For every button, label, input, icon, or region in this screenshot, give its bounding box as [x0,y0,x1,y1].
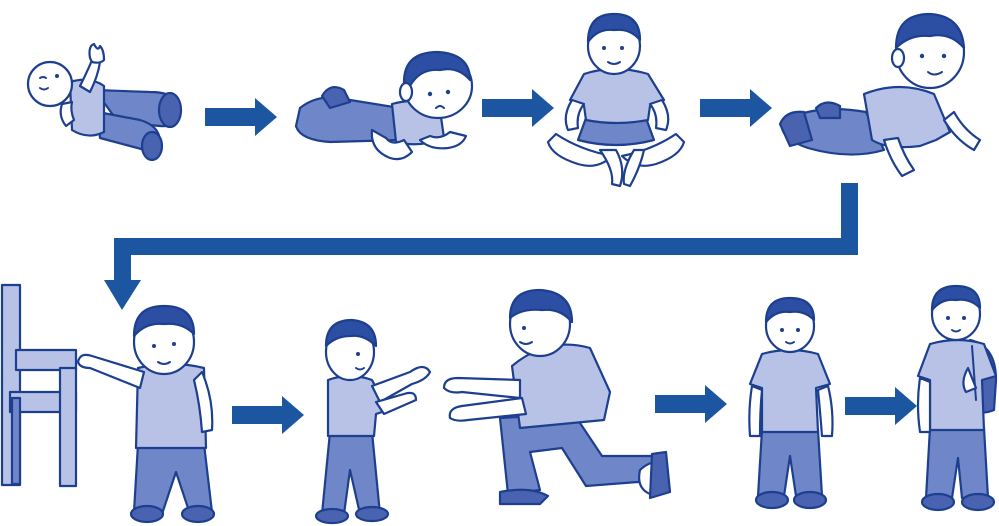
arrow-right-3 [700,89,772,127]
school-child-figure [918,286,996,510]
arrow-right-5 [655,385,727,423]
arrow-right-2 [482,89,554,127]
connector-arrow [104,183,858,310]
baby-sitting-figure [548,14,684,186]
chair-figure [2,285,76,486]
toddler-walking-figure [316,320,430,523]
arrow-right-4 [232,396,304,434]
baby-lying-on-tummy-figure [296,52,472,159]
arrow-right-1 [205,98,277,136]
child-standing-figure [749,298,832,508]
baby-crawling-figure [780,14,980,176]
toddler-holding-chair-figure [78,306,214,522]
baby-lying-on-back-figure [28,44,181,160]
arrow-right-6 [845,387,917,425]
adult-kneeling-figure [444,290,670,504]
